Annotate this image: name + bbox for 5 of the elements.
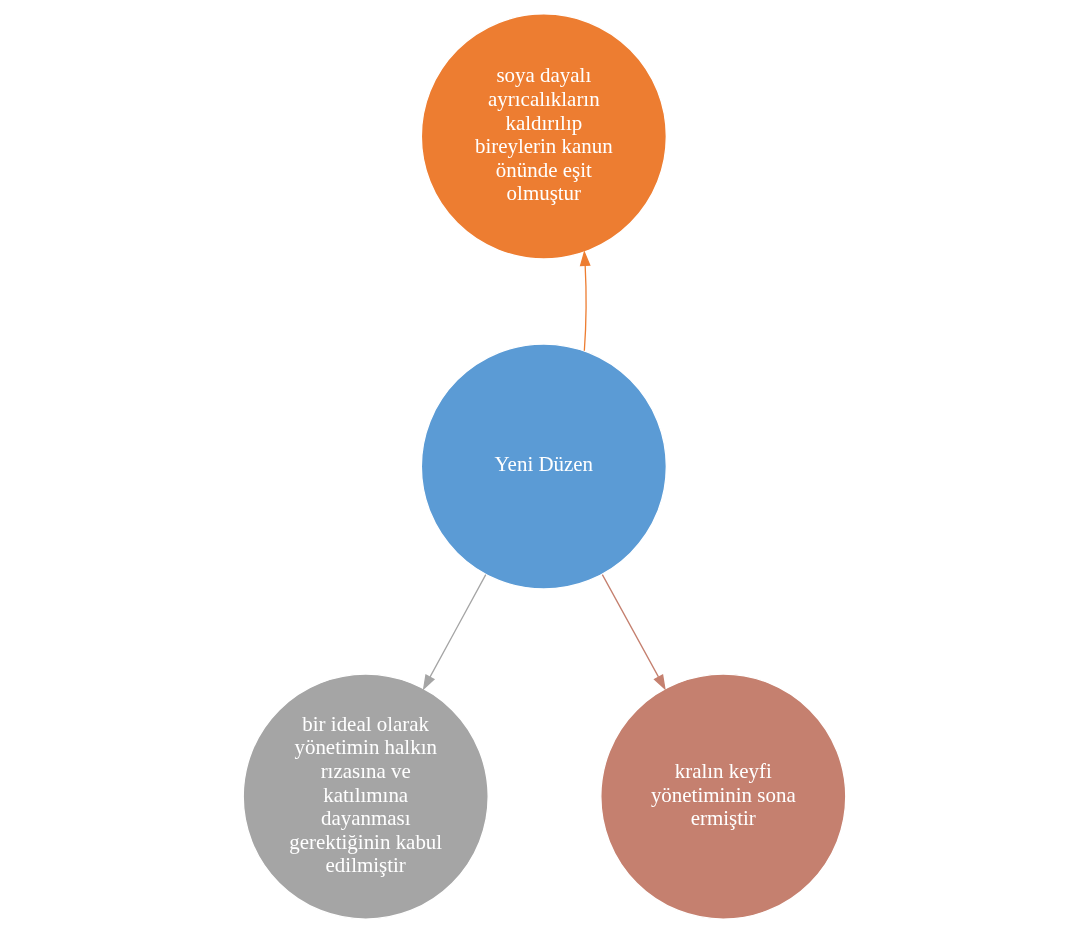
- arrow: [601, 573, 666, 691]
- node-circle: Yeni Düzen: [420, 343, 667, 590]
- arrow: [579, 250, 591, 352]
- arrow: [422, 573, 487, 691]
- node-circle: soya dayalı ayrıcalıkların kaldırılıp bireylerin kanun önünde eşit olmuştur: [420, 13, 667, 260]
